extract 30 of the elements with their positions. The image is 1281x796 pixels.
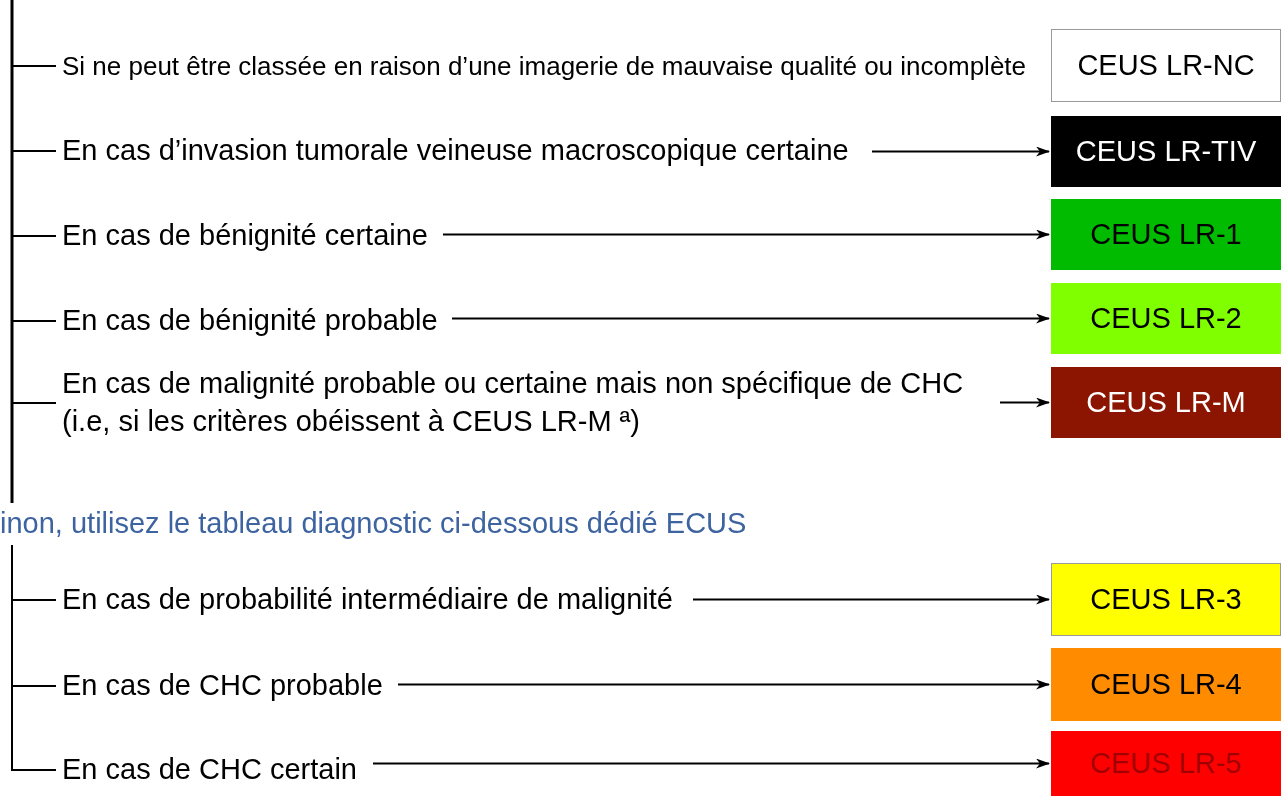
arrow (999, 397, 1050, 408)
category-box: CEUS LR-4 (1051, 648, 1281, 721)
arrow (442, 229, 1050, 240)
condition-text: En cas de bénignité certaine (62, 217, 435, 255)
condition-text: Si ne peut être classée en raison d’une imagerie de mauvaise qualité ou incomplète (62, 49, 1027, 83)
condition-text: En cas de probabilité intermédiaire de malignité (62, 581, 685, 619)
condition-text: En cas de bénignité probable (62, 302, 444, 340)
category-box: CEUS LR-2 (1051, 283, 1281, 354)
arrow (451, 313, 1050, 324)
condition-text: En cas de CHC probable (62, 667, 390, 705)
category-box: CEUS LR-TIV (1051, 116, 1281, 187)
branch-line (11, 402, 57, 404)
condition-text: En cas d’invasion tumorale veineuse macroscopique certaine (62, 132, 864, 170)
category-box: CEUS LR-5 (1051, 731, 1281, 796)
arrow (397, 679, 1050, 690)
branch-line (11, 320, 57, 322)
arrow (871, 146, 1050, 157)
branch-line (11, 235, 57, 237)
branch-line (11, 544, 57, 771)
category-box: CEUS LR-M (1051, 367, 1281, 438)
condition-text: En cas de malignité probable ou certaine mais non spécifique de CHC (i.e, si les critères obéissent à CEUS LR-M ª) (62, 365, 992, 441)
branch-line (11, 65, 57, 67)
instruction-text: inon, utilisez le tableau diagnostic ci-dessous dédié ECUS (0, 504, 747, 542)
arrow (372, 758, 1050, 769)
condition-text: En cas de CHC certain (62, 751, 365, 789)
category-box: CEUS LR-3 (1051, 563, 1281, 636)
category-box: CEUS LR-1 (1051, 199, 1281, 270)
category-box: CEUS LR-NC (1051, 29, 1281, 102)
arrow (692, 594, 1050, 605)
branch-line (11, 150, 57, 152)
